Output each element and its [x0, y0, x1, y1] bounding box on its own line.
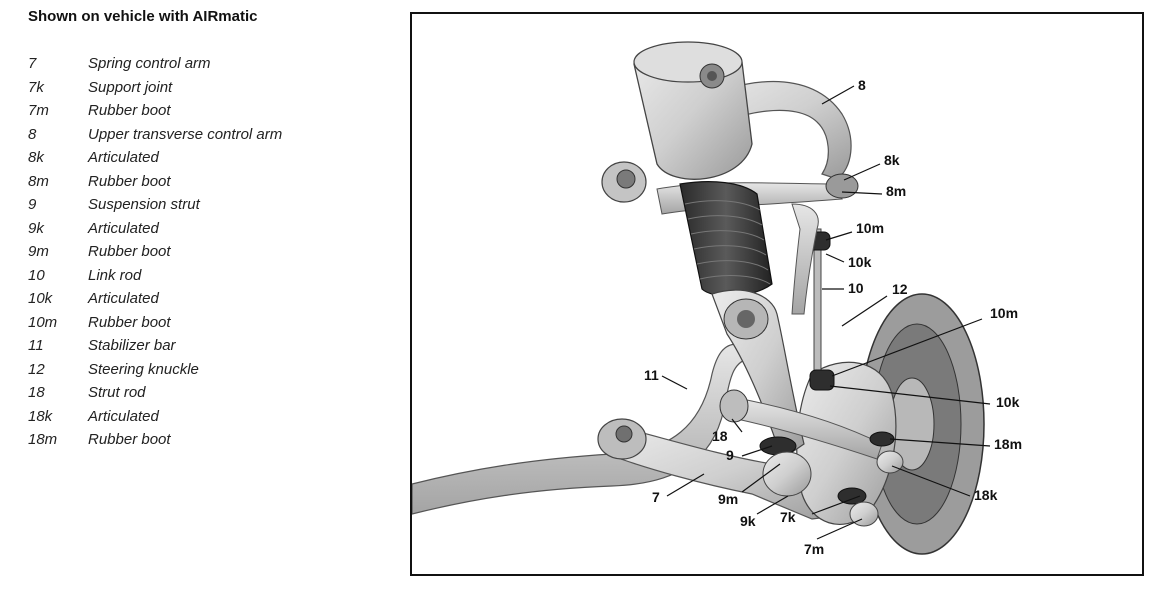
legend-number: 8k	[28, 149, 44, 167]
strut-rod-bushing	[719, 389, 749, 423]
legend-number: 7	[28, 55, 37, 73]
legend-description: Stabilizer bar	[88, 337, 176, 355]
legend-item: 10k Articulated	[28, 287, 388, 311]
legend-description: Link rod	[88, 266, 142, 284]
legend-description: Articulated	[88, 407, 159, 425]
legend-item: 10m Rubber boot	[28, 311, 388, 335]
legend-description: Upper transverse control arm	[88, 125, 283, 143]
callout-7: 7	[652, 489, 660, 505]
callout-8m: 8m	[886, 183, 906, 199]
legend-description: Strut rod	[88, 384, 146, 402]
legend-number: 7m	[28, 102, 49, 120]
legend-description: Articulated	[88, 149, 159, 167]
callout-9k: 9k	[740, 513, 756, 529]
callout-10m-top: 10m	[856, 220, 884, 236]
legend-item: 11 Stabilizer bar	[28, 334, 388, 358]
legend-description: Support joint	[88, 78, 173, 96]
legend-item: 7k Support joint	[28, 76, 388, 100]
callout-18m: 18m	[994, 436, 1022, 452]
legend-description: Rubber boot	[88, 431, 171, 449]
legend-item: 12 Steering knuckle	[28, 358, 388, 382]
link-rod-boot-bottom	[809, 369, 835, 391]
legend-description: Spring control arm	[88, 55, 211, 73]
legend-number: 10k	[28, 290, 53, 308]
strut-side-bushing-center	[616, 169, 636, 189]
callout-7m: 7m	[804, 541, 824, 557]
legend-item: 9k Articulated	[28, 217, 388, 241]
legend-item: 9 Suspension strut	[28, 193, 388, 217]
legend-number: 12	[28, 360, 45, 378]
leader-lines	[661, 85, 991, 540]
control-arm-bushing-center	[615, 425, 633, 443]
legend-description: Suspension strut	[88, 196, 200, 214]
legend-item: 8 Upper transverse control arm	[28, 123, 388, 147]
legend-number: 9m	[28, 243, 49, 261]
legend-number: 10m	[28, 313, 58, 331]
suspension-illustration-frame: 8 8k 8m 10m 10k 10 12 10m 10k 11 18 9 18…	[410, 12, 1144, 576]
strut-rod-joint	[876, 450, 904, 474]
callout-10: 10	[848, 280, 864, 296]
bellows-ribs	[684, 200, 771, 285]
callout-10k-bottom: 10k	[996, 394, 1020, 410]
upper-arm-joint	[825, 173, 859, 199]
lower-strut-joint	[762, 451, 812, 497]
strut-fork-eye-center	[737, 310, 755, 328]
legend-item: 10 Link rod	[28, 264, 388, 288]
legend-number: 9k	[28, 219, 44, 237]
legend-description: Rubber boot	[88, 243, 171, 261]
air-spring-top	[633, 41, 743, 83]
legend-number: 7k	[28, 78, 44, 96]
legend-number: 8m	[28, 172, 49, 190]
legend-number: 10	[28, 266, 45, 284]
top-mount-nut-inner	[707, 71, 717, 81]
legend-item: 8k Articulated	[28, 146, 388, 170]
callout-10k-top: 10k	[848, 254, 872, 270]
legend-item: 18 Strut rod	[28, 381, 388, 405]
legend-description: Rubber boot	[88, 102, 171, 120]
legend-item: 18k Articulated	[28, 405, 388, 429]
strut-connector	[791, 203, 819, 315]
callout-8: 8	[858, 77, 866, 93]
legend-number: 18m	[28, 431, 58, 449]
legend-item: 8m Rubber boot	[28, 170, 388, 194]
legend-number: 18k	[28, 407, 53, 425]
diagram-title: Shown on vehicle with AIRmatic	[28, 8, 258, 25]
legend-number: 11	[28, 337, 44, 355]
callout-10m-bottom: 10m	[990, 305, 1018, 321]
legend-number: 9	[28, 196, 37, 214]
callout-11: 11	[644, 367, 659, 383]
legend-number: 8	[28, 125, 37, 143]
callout-18: 18	[712, 428, 728, 444]
callout-9m: 9m	[718, 491, 738, 507]
legend-item: 7 Spring control arm	[28, 52, 388, 76]
legend-description: Articulated	[88, 219, 159, 237]
legend-description: Steering knuckle	[88, 360, 199, 378]
legend-item: 7m Rubber boot	[28, 99, 388, 123]
stabilizer-bar	[412, 343, 748, 515]
callout-8k: 8k	[884, 152, 900, 168]
legend-description: Rubber boot	[88, 313, 171, 331]
callout-12: 12	[892, 281, 908, 297]
callout-9: 9	[726, 447, 734, 463]
suspension-illustration: 8 8k 8m 10m 10k 10 12 10m 10k 11 18 9 18…	[412, 41, 1022, 557]
support-joint	[849, 501, 879, 527]
link-rod	[813, 228, 822, 385]
callout-7k: 7k	[780, 509, 796, 525]
legend-number: 18	[28, 384, 45, 402]
legend-description: Rubber boot	[88, 172, 171, 190]
support-joint-boot	[837, 487, 867, 505]
callout-18k: 18k	[974, 487, 998, 503]
legend-description: Articulated	[88, 290, 159, 308]
legend-item: 18m Rubber boot	[28, 428, 388, 452]
legend-item: 9m Rubber boot	[28, 240, 388, 264]
